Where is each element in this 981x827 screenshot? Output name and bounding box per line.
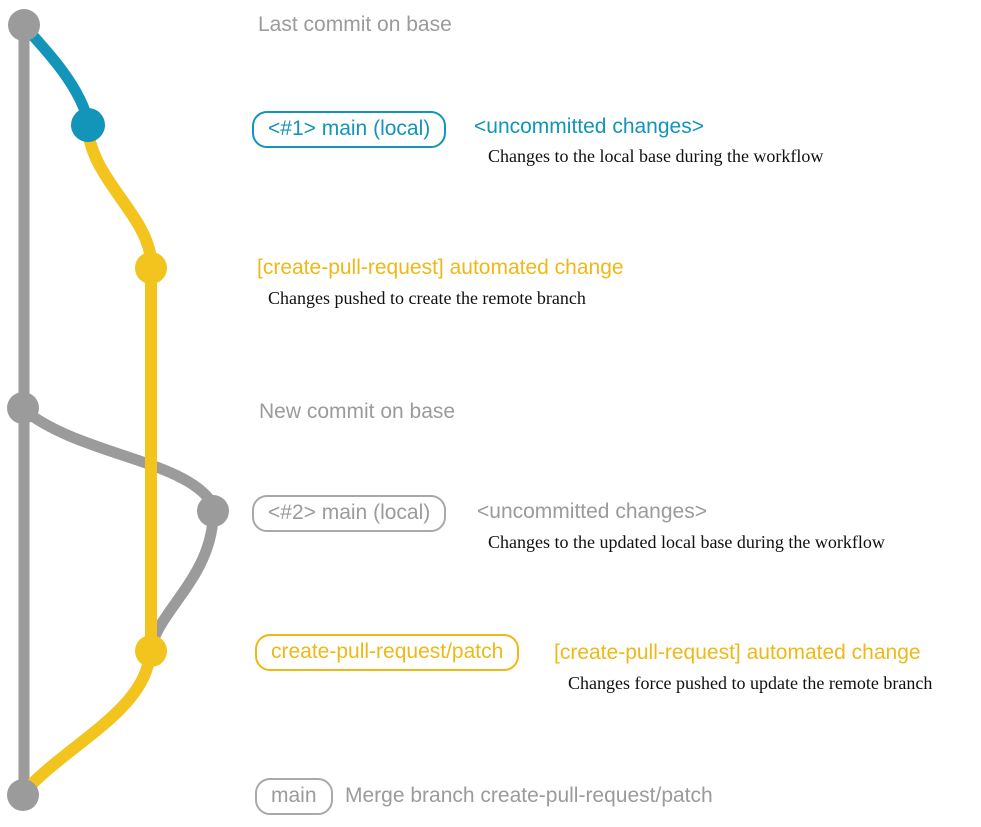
local-main2-caption: Changes to the updated local base during… (488, 532, 885, 552)
commit-node-local-main1 (71, 108, 105, 142)
automated-change2-title: [create-pull-request] automated change (554, 641, 921, 664)
commit-graph (7, 9, 229, 811)
local-main2-status: <uncommitted changes> (477, 500, 707, 523)
base-to-local-main1-edge (20, 22, 94, 128)
patch-merge-edge (20, 654, 155, 796)
base-to-local-main2-edge (18, 404, 218, 509)
patch-branch-badge: create-pull-request/patch (255, 634, 520, 672)
commit-node-last-base (8, 9, 40, 41)
commit-node-patch2 (135, 635, 167, 667)
commit-node-patch1 (135, 252, 167, 284)
automated-change1-title: [create-pull-request] automated change (257, 256, 624, 279)
commit-node-local-main2 (197, 495, 229, 527)
commit-node-merge (7, 779, 39, 811)
automated-change1-caption: Changes pushed to create the remote bran… (268, 288, 586, 308)
main-branch-badge: main (255, 778, 333, 816)
commit-node-new-base (7, 392, 39, 424)
last-commit-label: Last commit on base (258, 13, 452, 36)
local-main1-caption: Changes to the local base during the wor… (488, 146, 824, 166)
new-commit-label: New commit on base (259, 400, 456, 423)
local-main1-status: <uncommitted changes> (474, 115, 704, 138)
local-main2-to-patch-edge (146, 512, 219, 650)
local-main2-badge: <#2> main (local) (252, 495, 447, 533)
local-main1-to-patch-edge (82, 124, 157, 266)
automated-change2-caption: Changes force pushed to update the remot… (568, 673, 933, 693)
local-main1-badge: <#1> main (local) (252, 111, 447, 149)
merge-commit-label: Merge branch create-pull-request/patch (345, 784, 713, 807)
